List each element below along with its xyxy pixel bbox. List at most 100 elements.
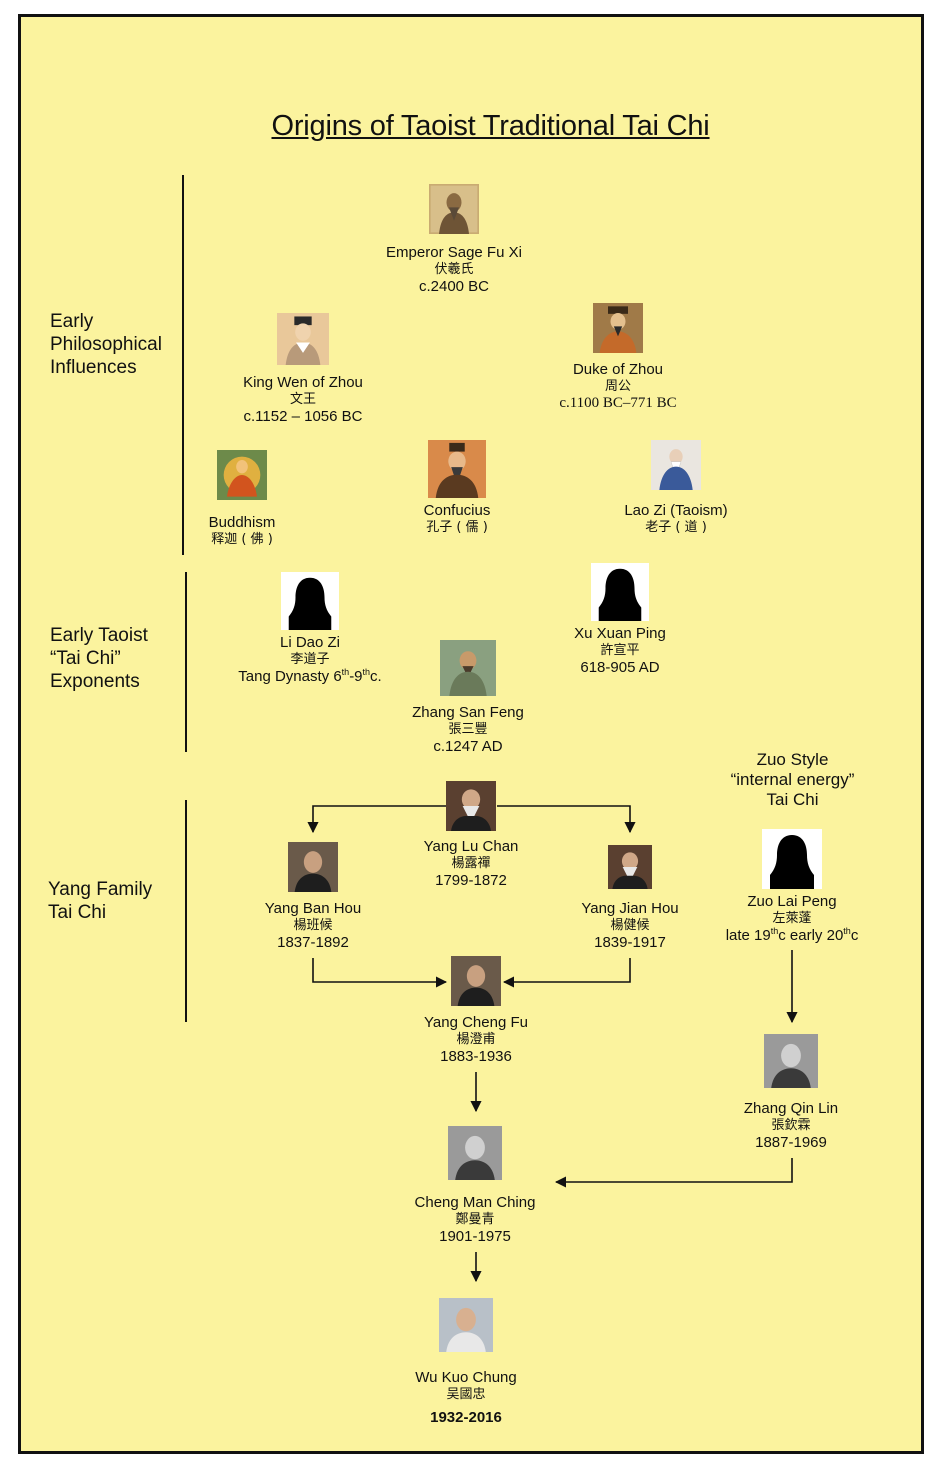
person-name: Yang Jian Hou <box>581 900 679 917</box>
person-chinese-name: 張欽霖 <box>771 1118 811 1133</box>
section-label-taoist-exponents: Early Taoist “Tai Chi” Exponents <box>50 624 148 693</box>
person-lao-zi: Lao Zi (Taoism) 老子 ( 道 ) <box>556 432 796 536</box>
person-chinese-name: 左萊蓬 <box>772 911 812 926</box>
person-dates: 1883-1936 <box>440 1048 512 1065</box>
person-xu-xuan-ping: Xu Xuan Ping 許宣平 618-905 AD <box>500 563 740 676</box>
section-line: Exponents <box>50 671 140 692</box>
person-dates: 1932-2016 <box>430 1409 502 1426</box>
buddha-portrait <box>217 450 267 500</box>
person-dates: 1837-1892 <box>277 934 349 951</box>
person-name: Zuo Lai Peng <box>747 893 837 910</box>
section-line: Early <box>50 311 94 332</box>
silhouette-portrait <box>762 829 822 889</box>
photo-portrait <box>448 1126 502 1180</box>
person-chinese-name: 老子 ( 道 ) <box>645 520 707 535</box>
zuo-style-heading: Zuo Style “internal energy” Tai Chi <box>700 750 885 810</box>
person-name: Lao Zi (Taoism) <box>624 502 728 519</box>
person-dates: 1901-1975 <box>439 1228 511 1245</box>
section-line: Tai Chi <box>48 902 107 923</box>
person-zuo-lai-peng: Zuo Lai Peng 左萊蓬 late 19thc early 20thc <box>672 829 912 944</box>
section-line: Influences <box>50 357 137 378</box>
photo-portrait <box>288 842 338 892</box>
person-zhang-qin-lin: Zhang Qin Lin 張欽霖 1887-1969 <box>671 1026 911 1151</box>
person-name: King Wen of Zhou <box>243 374 363 391</box>
person-chinese-name: 鄭曼青 <box>455 1212 495 1227</box>
person-chinese-name: 楊健候 <box>610 918 650 933</box>
person-chinese-name: 释迦 ( 佛 ) <box>211 532 273 547</box>
section-label-yang-family: Yang Family Tai Chi <box>48 878 152 924</box>
section-line: Early Taoist <box>50 625 148 646</box>
zhang-san-feng-portrait <box>440 640 496 696</box>
section-line: “Tai Chi” <box>50 648 121 669</box>
photo-portrait <box>451 956 501 1006</box>
king-portrait <box>277 313 329 365</box>
person-chinese-name: 楊露禪 <box>451 856 491 871</box>
person-chinese-name: 文王 <box>289 392 316 407</box>
section-divider <box>185 572 187 752</box>
person-yang-cheng-fu: Yang Cheng Fu 楊澄甫 1883-1936 <box>356 952 596 1065</box>
section-line: Philosophical <box>50 334 162 355</box>
person-chinese-name: 楊班候 <box>293 918 333 933</box>
person-dates: late 19thc early 20thc <box>725 926 859 945</box>
person-name: Cheng Man Ching <box>414 1194 536 1211</box>
person-dates: c.1247 AD <box>433 738 503 755</box>
page-title: Origins of Taoist Traditional Tai Chi <box>271 110 710 142</box>
person-name: Yang Ban Hou <box>264 900 362 917</box>
person-name: Yang Lu Chan <box>423 838 519 855</box>
person-li-dao-zi: Li Dao Zi 李道子 Tang Dynasty 6th-9thc. <box>190 572 430 685</box>
person-zhang-san-feng: Zhang San Feng 張三豐 c.1247 AD <box>348 636 588 755</box>
person-name: Duke of Zhou <box>572 361 664 378</box>
confucius-portrait <box>428 440 486 498</box>
person-chinese-name: 張三豐 <box>448 722 488 737</box>
duke-portrait <box>593 303 643 353</box>
person-name: Zhang San Feng <box>412 704 524 721</box>
person-name: Emperor Sage Fu Xi <box>386 244 522 261</box>
person-chinese-name: 伏羲氏 <box>434 262 474 277</box>
person-dates: 1839-1917 <box>594 934 666 951</box>
person-dates: 1887-1969 <box>755 1134 827 1151</box>
photo-portrait <box>446 781 496 831</box>
arrow-lu-chan-to-ban-hou <box>307 805 447 834</box>
ancient-sage-portrait <box>429 184 479 234</box>
person-king-wen: King Wen of Zhou 文王 c.1152 – 1056 BC <box>183 308 423 425</box>
person-name: Wu Kuo Chung <box>415 1369 517 1386</box>
person-yang-lu-chan: Yang Lu Chan 楊露禪 1799-1872 <box>351 778 591 889</box>
person-chinese-name: 周公 <box>604 379 631 394</box>
person-dates: 1799-1872 <box>435 872 507 889</box>
chart-frame <box>18 14 924 1454</box>
lao-zi-portrait <box>651 439 701 491</box>
person-dates: Tang Dynasty 6th-9thc. <box>238 667 382 686</box>
person-wu-kuo-chung: Wu Kuo Chung 吴國忠 1932-2016 <box>346 1285 586 1426</box>
arrow-zhang-qin-lin-to-cheng-man-ching <box>554 1158 793 1188</box>
arrow-jian-hou-to-cheng-fu <box>502 958 631 988</box>
person-name: Buddhism <box>208 514 276 531</box>
person-name: Yang Cheng Fu <box>424 1014 528 1031</box>
heading-line: Zuo Style <box>756 750 829 769</box>
silhouette-portrait <box>281 572 339 630</box>
person-yang-jian-hou: Yang Jian Hou 楊健候 1839-1917 <box>510 838 750 951</box>
section-label-philosophical: Early Philosophical Influences <box>50 310 162 379</box>
person-buddhism: Buddhism 释迦 ( 佛 ) <box>122 440 362 548</box>
person-chinese-name: 孔子 ( 儒 ) <box>426 520 488 535</box>
person-dates: c.1152 – 1056 BC <box>243 408 363 425</box>
heading-line: “internal energy” <box>730 770 855 789</box>
person-fu-xi: Emperor Sage Fu Xi 伏羲氏 c.2400 BC <box>334 178 574 295</box>
person-yang-ban-hou: Yang Ban Hou 楊班候 1837-1892 <box>193 838 433 951</box>
person-cheng-man-ching: Cheng Man Ching 鄭曼青 1901-1975 <box>355 1116 595 1245</box>
silhouette-portrait <box>591 563 649 621</box>
arrow-lu-chan-to-jian-hou <box>497 805 636 834</box>
person-name: Zhang Qin Lin <box>743 1100 839 1117</box>
photo-portrait <box>764 1034 818 1088</box>
person-chinese-name: 楊澄甫 <box>456 1032 496 1047</box>
person-chinese-name: 許宣平 <box>600 643 640 658</box>
person-name: Xu Xuan Ping <box>574 625 666 642</box>
photo-portrait <box>439 1298 493 1352</box>
section-divider <box>185 800 187 1022</box>
person-confucius: Confucius 孔子 ( 儒 ) <box>337 440 577 536</box>
arrow-ban-hou-to-cheng-fu <box>312 958 448 988</box>
person-chinese-name: 吴國忠 <box>446 1387 486 1402</box>
person-chinese-name: 李道子 <box>290 652 330 667</box>
section-line: Yang Family <box>48 879 153 900</box>
person-dates: 618-905 AD <box>580 659 660 676</box>
